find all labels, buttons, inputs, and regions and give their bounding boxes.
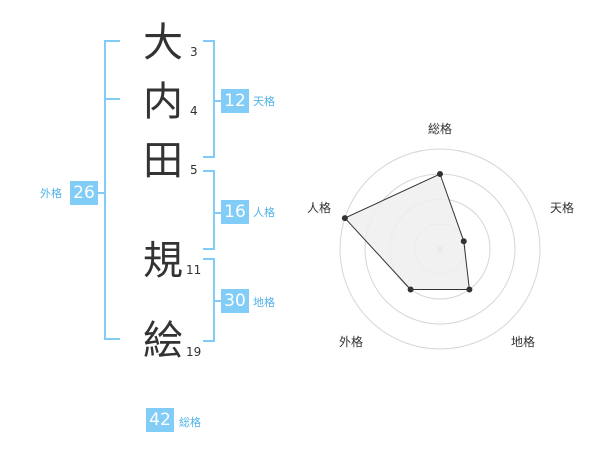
chikaku-value-badge: 30 <box>221 289 249 313</box>
radar-label-jinkaku: 人格 <box>306 201 331 215</box>
jinkaku-bracket-connector <box>213 212 221 214</box>
stroke-count-3: 5 <box>190 163 198 177</box>
radar-point-5 <box>341 215 348 222</box>
tenkaku-bracket-top <box>203 40 215 42</box>
radar-ring-4 <box>339 148 541 350</box>
tenkaku-value-badge: 12 <box>221 89 249 113</box>
radar-label-soukaku: 総格 <box>427 122 452 136</box>
jinkaku-bracket-vertical <box>213 170 215 250</box>
radar-label-tenkaku: 天格 <box>549 201 574 215</box>
stroke-count-2: 4 <box>190 104 198 118</box>
radar-label-gaikaku: 外格 <box>338 335 363 349</box>
stroke-count-1: 3 <box>190 45 198 59</box>
name-char-3: 田 <box>143 138 183 184</box>
chikaku-bracket-top <box>203 258 215 260</box>
gaikaku-bracket-connector <box>98 192 106 194</box>
gaikaku-value-badge: 26 <box>70 181 98 205</box>
radar-point-3 <box>466 286 473 293</box>
radar-label-chikaku: 地格 <box>510 335 535 349</box>
radar-point-2 <box>460 238 467 245</box>
gaikaku-bracket-bottom <box>104 338 120 340</box>
chikaku-label: 地格 <box>253 296 275 309</box>
stroke-count-5: 19 <box>186 345 202 359</box>
chikaku-bracket-bottom <box>203 340 215 342</box>
name-char-5: 絵 <box>143 318 183 364</box>
gaikaku-bracket-tick <box>104 98 120 100</box>
name-char-2: 内 <box>143 79 183 125</box>
soukaku-label: 総格 <box>179 416 201 429</box>
tenkaku-bracket-vertical <box>213 40 215 158</box>
name-char-1: 大 <box>143 20 183 66</box>
tenkaku-bracket-connector <box>213 100 221 102</box>
soukaku-value-badge: 42 <box>146 408 174 432</box>
tenkaku-label: 天格 <box>253 95 275 108</box>
jinkaku-bracket-bottom <box>203 248 215 250</box>
gaikaku-bracket-top <box>104 40 120 42</box>
radar-point-1 <box>437 171 443 177</box>
name-char-4: 規 <box>143 238 183 284</box>
radar-point-4 <box>407 286 414 293</box>
chikaku-bracket-connector <box>213 300 221 302</box>
jinkaku-label: 人格 <box>253 206 275 219</box>
gaikaku-label: 外格 <box>40 187 62 200</box>
jinkaku-bracket-top <box>203 170 215 172</box>
tenkaku-bracket-bottom <box>203 156 215 158</box>
gaikaku-bracket-vertical <box>104 40 106 340</box>
jinkaku-value-badge: 16 <box>221 200 249 224</box>
stroke-count-4: 11 <box>186 263 202 277</box>
radar-polygon <box>344 173 470 290</box>
